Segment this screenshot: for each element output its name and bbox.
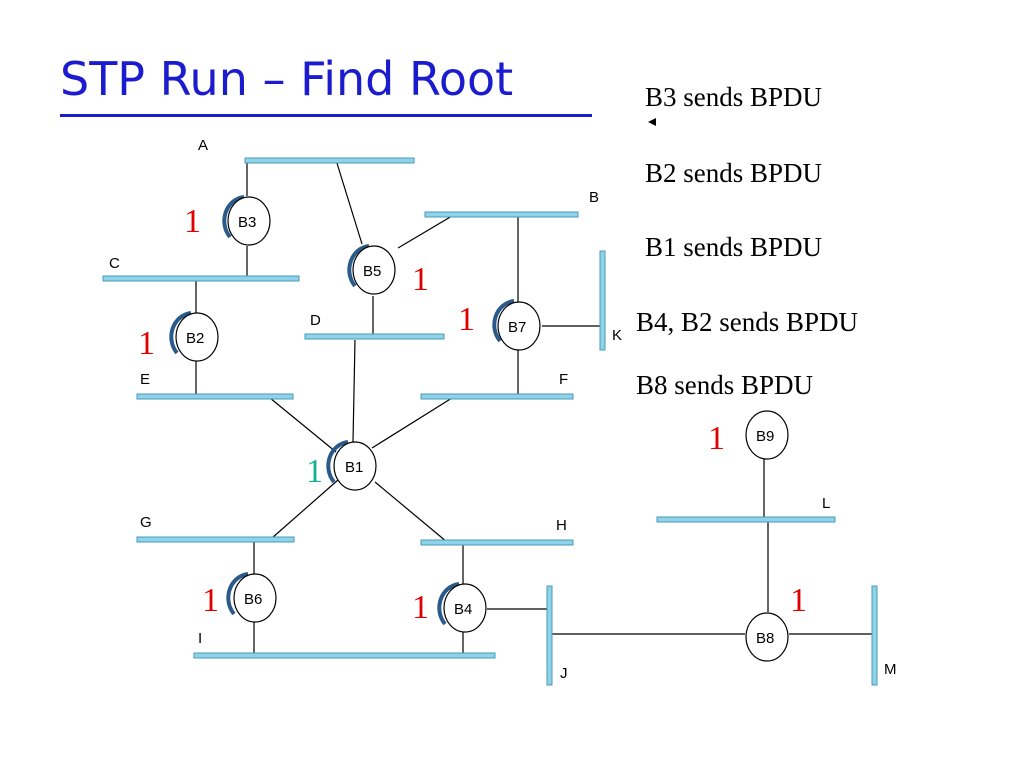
bridge-b9 [745,410,789,460]
bridge-label-b6: B6 [244,591,262,608]
link-d-b1 [352,339,356,443]
step-1: B3 sends BPDU [645,82,823,112]
lan-label-j: J [560,665,568,682]
bridge-label-b7: B7 [508,319,526,336]
root-id-b1: 1 [306,453,323,490]
lan-label-f: F [559,371,568,388]
lan-c [102,275,300,282]
link-f-b1 [371,397,453,449]
bridge-label-b8: B8 [756,630,774,647]
lan-j [546,585,553,686]
link-e-b1 [269,397,337,453]
lan-e [136,393,294,400]
bridge-b2 [169,311,219,362]
small-left-arrow-icon [648,118,656,126]
root-id-b5: 1 [412,261,429,298]
lan-h [420,539,574,546]
step-4: B4, B2 sends BPDU [636,307,859,337]
lan-label-c: C [109,255,120,272]
root-id-b8: 1 [790,582,807,619]
bridge-b4 [437,582,487,633]
root-id-b4: 1 [412,589,429,626]
lan-b [424,211,579,218]
root-id-b2: 1 [138,325,155,362]
bridge-label-b2: B2 [186,330,204,347]
bridge-label-b5: B5 [363,263,381,280]
lan-a [244,157,415,164]
lan-l [656,516,836,523]
lan-label-d: D [310,312,321,329]
lan-label-h: H [556,517,567,534]
lan-label-i: I [198,630,202,647]
bridge-b3 [222,195,271,246]
lan-label-k: K [612,327,622,344]
link-b5-b [397,215,453,249]
lan-d [304,333,445,340]
page-title: STP Run – Find Root [60,52,514,106]
bridge-b8 [745,612,789,662]
lan-label-e: E [140,371,150,388]
bridge-b6 [226,572,277,623]
link-a-b5 [335,159,363,245]
bridge-label-b1: B1 [345,459,363,476]
bridge-b7 [492,299,541,351]
lan-label-m: M [884,661,897,678]
root-id-b9: 1 [708,420,725,457]
bridges [169,195,789,662]
step-5: B8 sends BPDU [636,370,814,400]
lan-k [599,250,606,351]
lan-m [871,585,878,686]
link-b1-g [271,479,339,539]
lan-label-g: G [140,514,152,531]
lan-label-b: B [589,189,599,206]
lan-f [420,393,574,400]
root-id-b7: 1 [458,301,475,338]
bridge-b1 [326,440,377,491]
root-id-b3: 1 [184,203,201,240]
bridge-label-b3: B3 [238,214,256,231]
lan-label-a: A [198,137,208,154]
lan-g [136,536,295,543]
title-underline [60,114,592,117]
lan-i [193,652,496,659]
root-id-b6: 1 [202,582,219,619]
lan-label-l: L [822,495,830,512]
step-2: B2 sends BPDU [645,158,823,188]
bridge-b5 [347,244,396,295]
bridge-label-b9: B9 [756,428,774,445]
bridge-label-b4: B4 [454,601,472,618]
step-3: B1 sends BPDU [645,232,823,262]
lan-segments [102,157,878,686]
link-b1-h [374,481,448,543]
